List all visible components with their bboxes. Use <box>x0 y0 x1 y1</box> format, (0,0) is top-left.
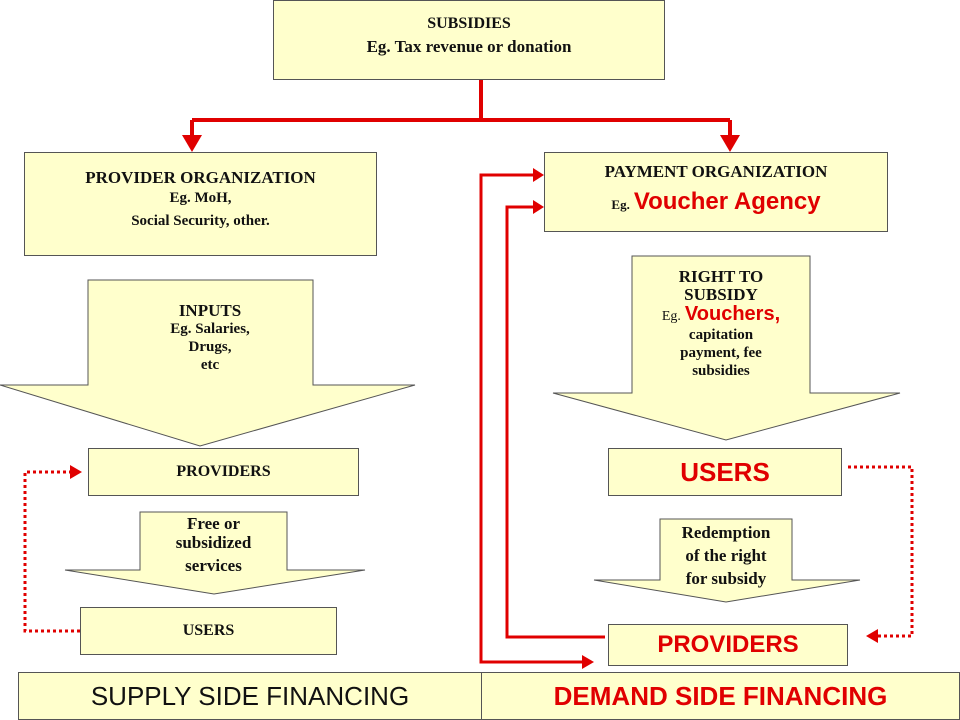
redemption-text: Redemption of the right for subsidy <box>660 521 792 590</box>
supply-dotted-loop <box>23 470 80 633</box>
free-services-arrow-shape <box>64 511 366 595</box>
supply-providers-box: PROVIDERS <box>88 448 359 496</box>
subsidies-box: SUBSIDIES Eg. Tax revenue or donation <box>273 0 665 80</box>
demand-providers-box: PROVIDERS <box>608 624 848 666</box>
arrowhead-to-demand-providers-right <box>866 629 878 643</box>
right-line2: SUBSIDY <box>684 285 758 304</box>
arrowhead-to-payment-org-top <box>533 168 544 182</box>
demand-providers-label: PROVIDERS <box>657 631 799 658</box>
demand-users-box: USERS <box>608 448 842 496</box>
payment-org-feedback-connector <box>479 173 605 664</box>
redemption-line2: of the right <box>685 546 767 565</box>
supply-users-label: USERS <box>182 622 235 639</box>
payment-org-title: PAYMENT ORGANIZATION <box>604 162 828 181</box>
subsidies-title: SUBSIDIES <box>427 15 511 32</box>
right-eg: Eg. <box>661 309 681 324</box>
inputs-line3: etc <box>200 357 220 373</box>
supply-side-footer: SUPPLY SIDE FINANCING <box>18 672 482 720</box>
payment-org-eg: Eg. <box>611 197 630 212</box>
inputs-arrow-shape <box>0 279 416 447</box>
arrowhead-to-demand-providers <box>582 655 594 669</box>
free-line3: services <box>185 556 242 575</box>
demand-users-label: USERS <box>680 457 770 487</box>
demand-dotted-loop <box>848 465 914 638</box>
subsidies-example: Eg. Tax revenue or donation <box>366 37 572 56</box>
provider-org-title: PROVIDER ORGANIZATION <box>85 168 316 187</box>
right-to-subsidy-arrow-shape <box>552 255 901 441</box>
supply-side-footer-label: SUPPLY SIDE FINANCING <box>90 680 410 711</box>
inputs-title: INPUTS <box>178 301 242 320</box>
inputs-text: INPUTS Eg. Salaries, Drugs, etc <box>110 302 310 374</box>
demand-side-footer: DEMAND SIDE FINANCING <box>481 672 960 720</box>
arrowhead-to-provider-org <box>182 135 202 152</box>
demand-side-footer-label: DEMAND SIDE FINANCING <box>553 680 888 711</box>
right-line5: subsidies <box>692 363 750 379</box>
redemption-arrow-shape <box>593 518 861 603</box>
free-line1: Free or <box>186 514 240 533</box>
supply-providers-label: PROVIDERS <box>176 463 271 480</box>
right-to-subsidy-text: RIGHT TO SUBSIDY Eg. Vouchers, capitatio… <box>632 268 810 380</box>
arrowhead-to-payment-org-left <box>533 200 544 214</box>
arrowhead-to-supply-providers <box>70 465 82 479</box>
provider-organization-box: PROVIDER ORGANIZATION Eg. MoH, Social Se… <box>24 152 377 256</box>
arrowhead-to-payment-org <box>720 135 740 152</box>
right-example: Vouchers, <box>684 303 781 325</box>
payment-org-example: Voucher Agency <box>633 188 821 215</box>
supply-users-box: USERS <box>80 607 337 655</box>
right-line4: payment, fee <box>680 345 762 361</box>
redemption-line3: for subsidy <box>685 569 767 588</box>
free-line2: subsidized <box>175 533 252 552</box>
right-line1: RIGHT TO <box>678 267 764 286</box>
inputs-line2: Drugs, <box>188 339 232 355</box>
subsidies-split-connector <box>190 80 732 135</box>
redemption-line1: Redemption <box>681 523 771 542</box>
provider-org-line2: Social Security, other. <box>131 213 270 229</box>
right-line3: capitation <box>688 327 754 343</box>
payment-organization-box: PAYMENT ORGANIZATION Eg. Voucher Agency <box>544 152 888 232</box>
provider-org-line1: Eg. MoH, <box>169 190 232 206</box>
free-services-text: Free or subsidized services <box>140 514 287 575</box>
inputs-line1: Eg. Salaries, <box>170 321 250 337</box>
